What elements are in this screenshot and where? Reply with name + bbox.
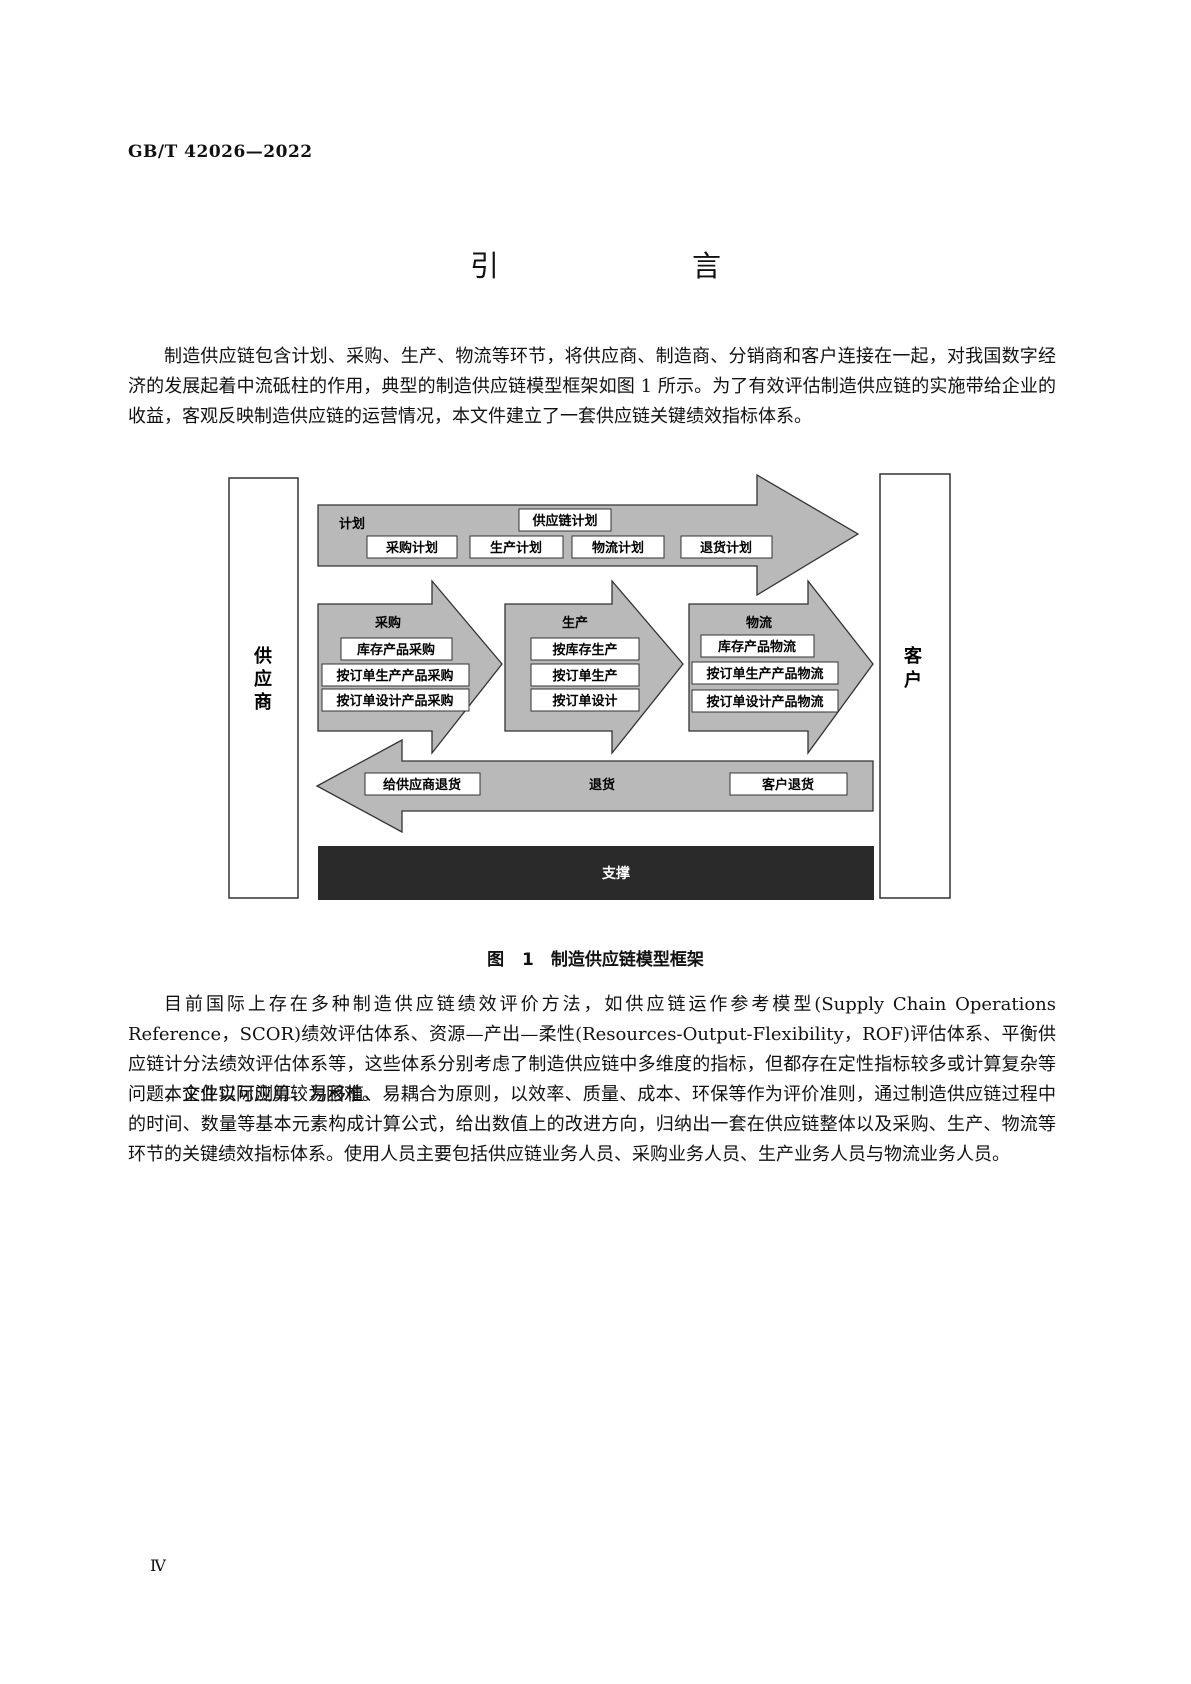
produce-item-box-2	[530, 663, 640, 687]
supplier-label-3: 商	[254, 691, 272, 713]
plan-item-1: 采购计划	[385, 540, 438, 556]
produce-item-2: 按订单生产	[552, 668, 617, 684]
logistics-item-box-3	[691, 689, 839, 713]
procure-item-box-3	[321, 688, 470, 712]
logistics-item-1: 库存产品物流	[718, 639, 796, 655]
supplier-label-2: 应	[254, 668, 272, 690]
produce-item-box-3	[530, 688, 640, 712]
plan-item-box-1	[366, 535, 458, 559]
produce-item-box-1	[530, 637, 640, 661]
plan-item-box-3	[571, 535, 665, 559]
procure-item-3: 按订单设计产品采购	[336, 693, 453, 709]
customer-label-1: 客	[904, 645, 923, 667]
supplier-label-1: 供	[253, 645, 272, 667]
page-title: 引 言	[469, 249, 803, 283]
plan-item-4: 退货计划	[700, 540, 752, 556]
plan-item-box-4	[680, 535, 773, 559]
customer-box	[879, 473, 951, 899]
customer-return: 客户退货	[762, 777, 814, 793]
produce-label: 生产	[562, 615, 588, 631]
figure-caption: 图 1 制造供应链模型框架	[487, 950, 704, 970]
procure-item-box-1	[340, 637, 453, 661]
plan-arrow	[317, 473, 860, 597]
supplier-return-box	[364, 772, 481, 796]
supplier-box	[228, 477, 299, 899]
logistics-label: 物流	[746, 615, 772, 631]
intro-paragraph-3: 本文件以可测算、易移植、易耦合为原则，以效率、质量、成本、环保等作为评价准则，通…	[128, 1084, 1056, 1165]
support-bar	[318, 846, 874, 900]
standard-code: GB/T 42026—2022	[128, 142, 313, 162]
plan-item-2: 生产计划	[490, 540, 542, 556]
returns-label: 退货	[589, 777, 615, 793]
plan-top-item: 供应链计划	[531, 513, 597, 529]
plan-item-3: 物流计划	[592, 540, 644, 556]
page-number: Ⅳ	[150, 1556, 166, 1575]
customer-return-box	[729, 772, 848, 796]
supplier-return: 给供应商退货	[383, 777, 461, 793]
procure-item-1: 库存产品采购	[357, 642, 435, 658]
plan-label: 计划	[339, 516, 365, 532]
intro-paragraph-1: 制造供应链包含计划、采购、生产、物流等环节，将供应商、制造商、分销商和客户连接在…	[128, 346, 1056, 427]
procure-item-box-2	[321, 663, 470, 687]
logistics-item-3: 按订单设计产品物流	[706, 694, 823, 710]
supply-chain-diagram: 供 应 商 客 户 计划 供应链计划 采购计划 生产计划 物流计划 退货计划 采…	[228, 473, 951, 900]
intro-paragraph-2: 目前国际上存在多种制造供应链绩效评价方法，如供应链运作参考模型(Supply C…	[128, 994, 1056, 1105]
plan-item-box-2	[469, 535, 564, 559]
customer-label-2: 户	[904, 669, 922, 691]
support-label: 支撑	[601, 865, 630, 882]
produce-item-1: 按库存生产	[552, 642, 617, 658]
procure-label: 采购	[374, 615, 401, 631]
logistics-item-box-1	[700, 634, 815, 658]
logistics-item-2: 按订单生产产品物流	[706, 666, 823, 682]
produce-item-3: 按订单设计	[552, 693, 617, 709]
returns-arrow	[315, 738, 874, 834]
procure-item-2: 按订单生产产品采购	[336, 668, 453, 684]
plan-top-item-box	[518, 508, 612, 532]
logistics-item-box-2	[691, 661, 839, 685]
